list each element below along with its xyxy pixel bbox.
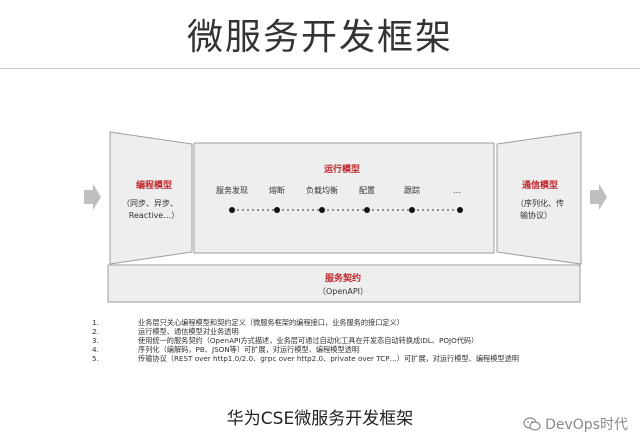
note-number: 1. <box>92 318 99 327</box>
runtime-item-dot <box>229 207 235 213</box>
page-title: 微服务开发框架 <box>186 17 453 58</box>
runtime-model-title: 运行模型 <box>324 163 360 175</box>
note-item: 4. 序列化（编解码，PB、JSON等）可扩展，对运行模型、编程模型透明 <box>92 345 572 354</box>
runtime-item-label: 负载均衡 <box>306 185 338 195</box>
service-contract-block <box>107 264 581 303</box>
note-number: 3. <box>92 336 99 345</box>
programming-model-title: 编程模型 <box>136 179 172 191</box>
title-divider <box>0 68 640 69</box>
runtime-item-label: 跟踪 <box>404 185 420 195</box>
runtime-item-dot <box>457 207 463 213</box>
communication-model-title: 通信模型 <box>522 179 558 191</box>
note-item: 1. 业务层只关心编程模型和契约定义（微服务框架的编程接口，业务服务的接口定义） <box>92 318 572 327</box>
communication-model-block <box>496 131 582 265</box>
note-item: 2. 运行模型、通信模型对业务透明 <box>92 327 572 336</box>
note-text: 使用统一的服务契约（OpenAPI方式描述，业务层可通过自动化工具在开发态自动转… <box>138 336 479 345</box>
programming-model-block <box>109 131 193 265</box>
runtime-model-block <box>193 142 495 254</box>
runtime-item-label: 服务发现 <box>216 185 248 195</box>
runtime-item-dot <box>274 207 280 213</box>
notes-list: 1. 业务层只关心编程模型和契约定义（微服务框架的编程接口，业务服务的接口定义）… <box>92 318 572 363</box>
watermark: DevOps时代 <box>523 414 628 434</box>
note-text: 业务层只关心编程模型和契约定义（微服务框架的编程接口，业务服务的接口定义） <box>138 318 404 327</box>
note-text: 序列化（编解码，PB、JSON等）可扩展，对运行模型、编程模型透明 <box>138 345 360 354</box>
runtime-item-dot <box>319 207 325 213</box>
note-item: 3. 使用统一的服务契约（OpenAPI方式描述，业务层可通过自动化工具在开发态… <box>92 336 572 345</box>
right-output-arrow <box>590 184 607 210</box>
runtime-item-dot <box>364 207 370 213</box>
communication-model-line1: （序列化、传 <box>516 198 564 208</box>
runtime-item-dot <box>409 207 415 213</box>
note-text: 运行模型、通信模型对业务透明 <box>138 327 239 336</box>
note-text: 传输协议（REST over http1.0/2.0、grpc over htt… <box>138 354 519 363</box>
watermark-text: DevOps时代 <box>545 417 628 433</box>
note-number: 5. <box>92 354 99 363</box>
runtime-items: 服务发现 熔断 负载均衡 配置 跟踪 … <box>216 185 463 213</box>
programming-model-line2: Reactive…） <box>129 211 179 220</box>
service-contract-subtitle: （OpenAPI） <box>318 287 368 296</box>
runtime-item-label: 配置 <box>359 186 375 195</box>
service-contract-title: 服务契约 <box>325 272 361 284</box>
note-number: 4. <box>92 345 99 354</box>
runtime-item-label: … <box>453 186 461 195</box>
figure-caption: 华为CSE微服务开发框架 <box>226 409 414 429</box>
note-number: 2. <box>92 327 99 336</box>
left-input-arrow <box>84 184 101 210</box>
note-item: 5. 传输协议（REST over http1.0/2.0、grpc over … <box>92 354 572 363</box>
wechat-icon <box>523 417 541 431</box>
communication-model-line2: 输协议） <box>520 210 552 220</box>
runtime-item-label: 熔断 <box>269 185 285 195</box>
programming-model-line1: （同步、异步、 <box>122 199 178 208</box>
